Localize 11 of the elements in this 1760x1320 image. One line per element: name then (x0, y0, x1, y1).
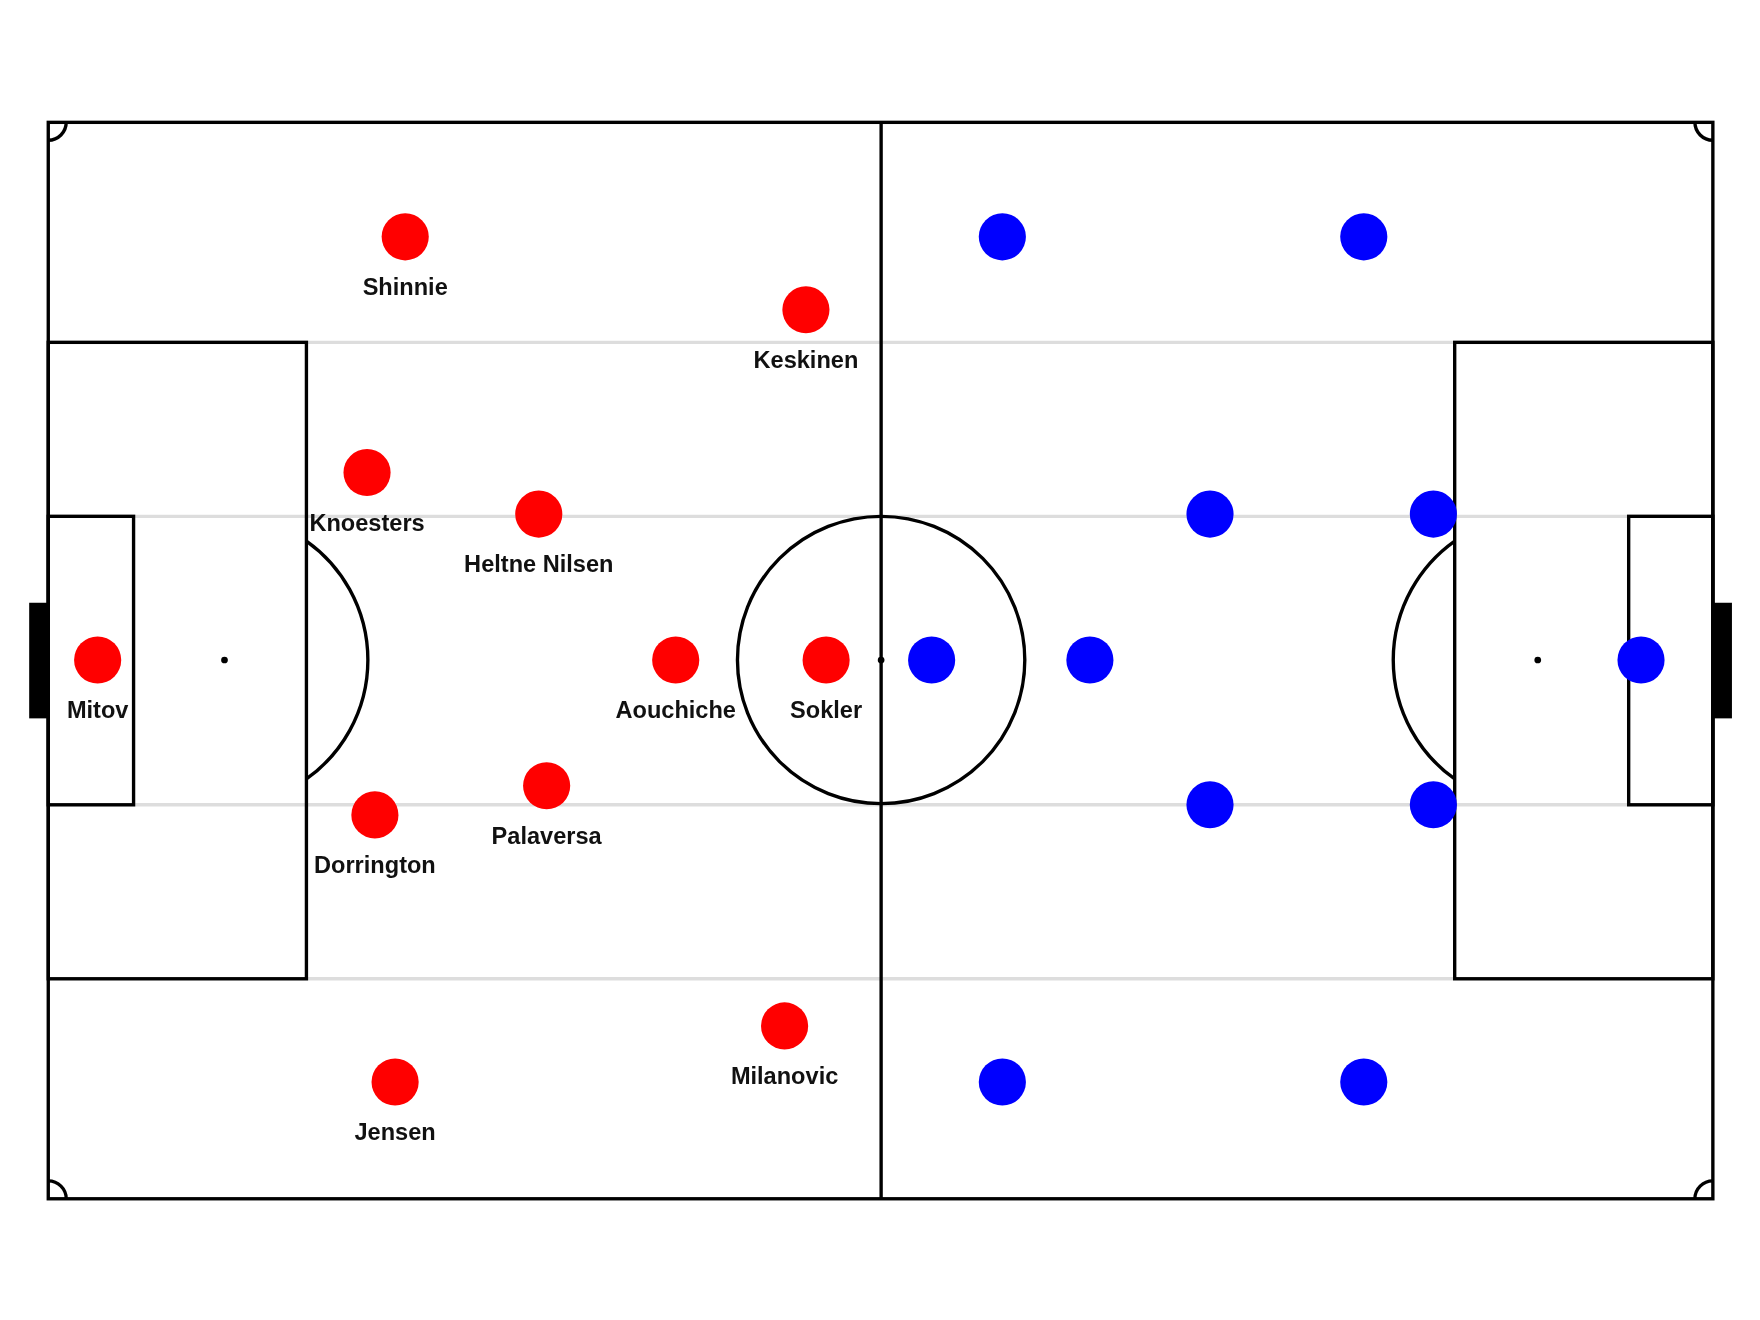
player-name: Aouchiche (615, 697, 736, 724)
player-name: Palaversa (491, 822, 602, 850)
player-name: Mitov (66, 697, 129, 724)
player-name: Dorrington (314, 851, 436, 879)
player-name: Keskinen (753, 346, 859, 374)
player-name: Sokler (790, 697, 863, 724)
player-name: Knoesters (309, 509, 425, 537)
player-name: Shinnie (362, 273, 448, 301)
player-name: Heltne Nilsen (464, 551, 614, 579)
player-name: Jensen (354, 1119, 436, 1146)
player-name: Milanovic (730, 1062, 839, 1090)
